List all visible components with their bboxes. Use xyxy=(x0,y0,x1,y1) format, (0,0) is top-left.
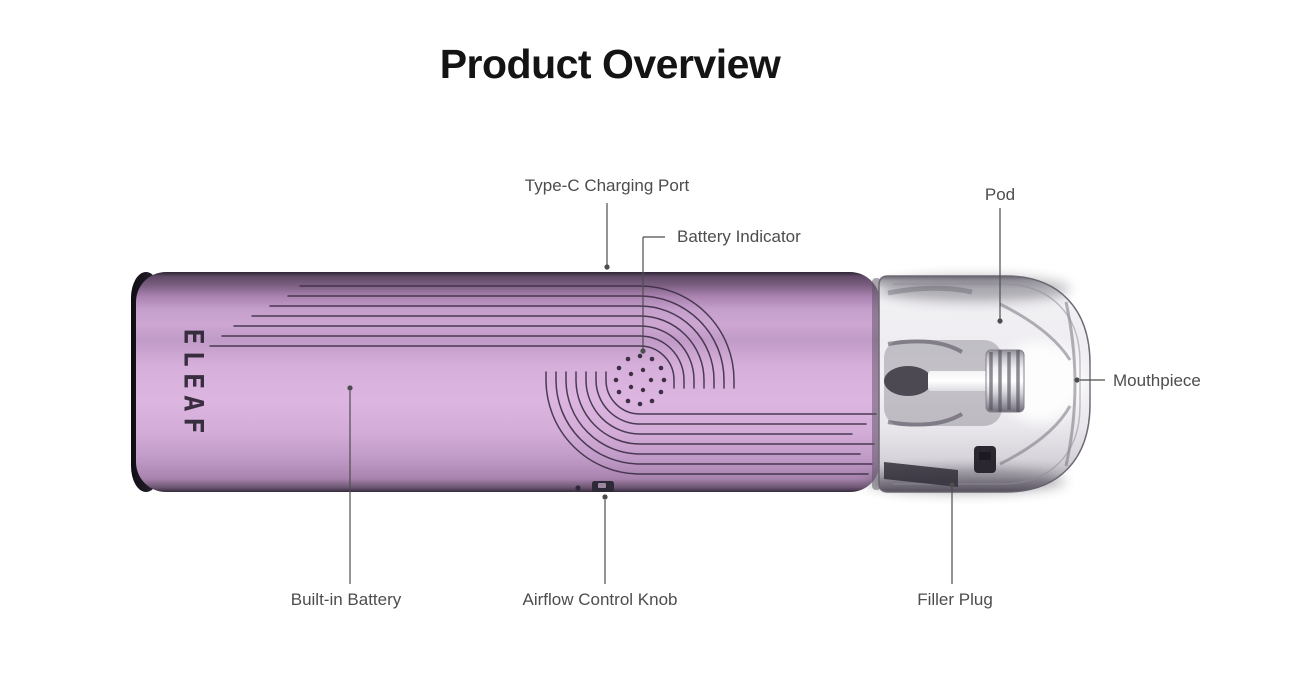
filler-plug-leader xyxy=(949,482,955,584)
pod-cartridge xyxy=(865,275,1091,493)
type-c-leader xyxy=(604,203,610,270)
mouthpiece-funnel xyxy=(999,301,1077,467)
decorative-arc-lines xyxy=(209,285,877,475)
pod-top-shade xyxy=(880,276,1070,302)
label-airflow-control-knob: Airflow Control Knob xyxy=(522,590,678,609)
built-in-battery-leader xyxy=(347,385,353,584)
pod-leader xyxy=(997,208,1003,324)
label-filler-plug: Filler Plug xyxy=(917,590,993,609)
device-body xyxy=(131,272,880,492)
page-title: Product Overview xyxy=(439,41,781,87)
airflow-control-knob xyxy=(575,481,614,492)
brand-logo: ELEAF xyxy=(177,328,209,440)
airflow-leader xyxy=(602,494,608,584)
label-battery-indicator: Battery Indicator xyxy=(677,227,801,246)
label-pod: Pod xyxy=(984,185,1016,204)
coil-assembly xyxy=(884,339,1025,427)
pod-top-reflection xyxy=(887,285,973,296)
label-type-c-charging-port: Type-C Charging Port xyxy=(524,176,690,195)
pod-inner-outline xyxy=(893,283,1081,485)
battery-indicator-led-ring xyxy=(613,353,667,407)
battery-indicator-leader xyxy=(640,236,665,354)
mouthpiece-leader xyxy=(1074,377,1105,383)
filler-plug xyxy=(884,446,996,487)
label-mouthpiece: Mouthpiece xyxy=(1113,371,1201,390)
body-shell xyxy=(136,272,880,492)
label-built-in-battery: Built-in Battery xyxy=(290,590,402,609)
